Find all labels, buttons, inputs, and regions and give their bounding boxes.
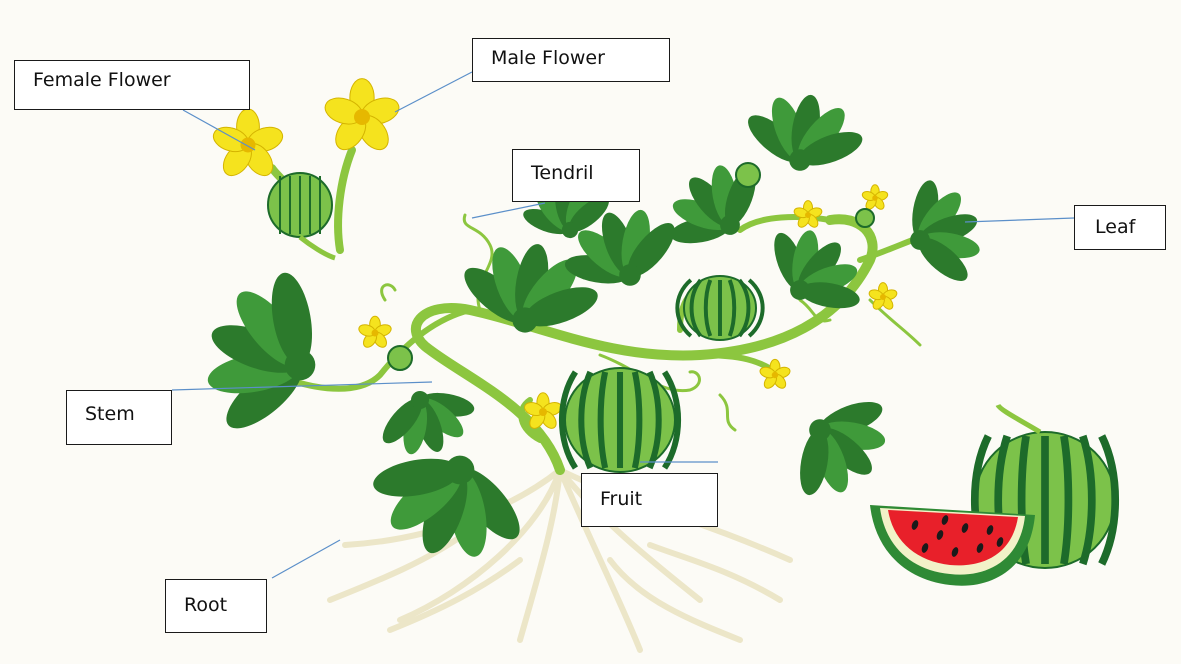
ovary-stem <box>300 237 335 258</box>
flower-center <box>539 408 547 416</box>
flower-center <box>772 372 779 379</box>
flower <box>861 185 889 211</box>
flower-center <box>880 294 886 300</box>
melon-stripe <box>1064 436 1069 564</box>
leaf <box>350 427 545 582</box>
leaf <box>770 374 911 521</box>
label-fruit: Fruit <box>581 473 718 527</box>
flower <box>868 283 898 312</box>
leader-line <box>272 540 340 578</box>
label-root: Root <box>165 579 267 633</box>
flower <box>357 316 392 350</box>
label-female-flower: Female Flower <box>14 60 250 110</box>
tendril <box>382 285 395 300</box>
leader-line <box>965 218 1074 222</box>
root-branch <box>390 560 520 630</box>
flower-center <box>241 138 256 153</box>
small-fruit <box>736 163 760 187</box>
leaf <box>367 373 489 470</box>
watermelon-fruit-upper <box>677 276 762 340</box>
watermelon-slice <box>870 505 1035 586</box>
leader-line <box>395 72 472 112</box>
small-fruit <box>856 209 874 227</box>
leaf <box>646 141 781 271</box>
flower-stalk <box>338 150 352 250</box>
leaf <box>890 164 997 298</box>
root-system <box>330 470 790 650</box>
label-male-flower: Male Flower <box>472 38 670 82</box>
flower-center <box>372 330 379 337</box>
label-leaf: Leaf <box>1074 205 1166 250</box>
flower-center <box>354 109 370 125</box>
label-stem: Stem <box>66 390 172 445</box>
flower-center <box>805 212 811 218</box>
label-tendril: Tendril <box>512 149 640 202</box>
leaf <box>181 248 346 455</box>
watermelon-fruit-large <box>562 368 678 472</box>
melon-stalk <box>998 405 1040 432</box>
flower-center <box>872 195 878 201</box>
flower <box>793 201 823 230</box>
tendril <box>720 395 735 430</box>
male-flower <box>322 79 403 156</box>
small-fruit <box>388 346 412 370</box>
